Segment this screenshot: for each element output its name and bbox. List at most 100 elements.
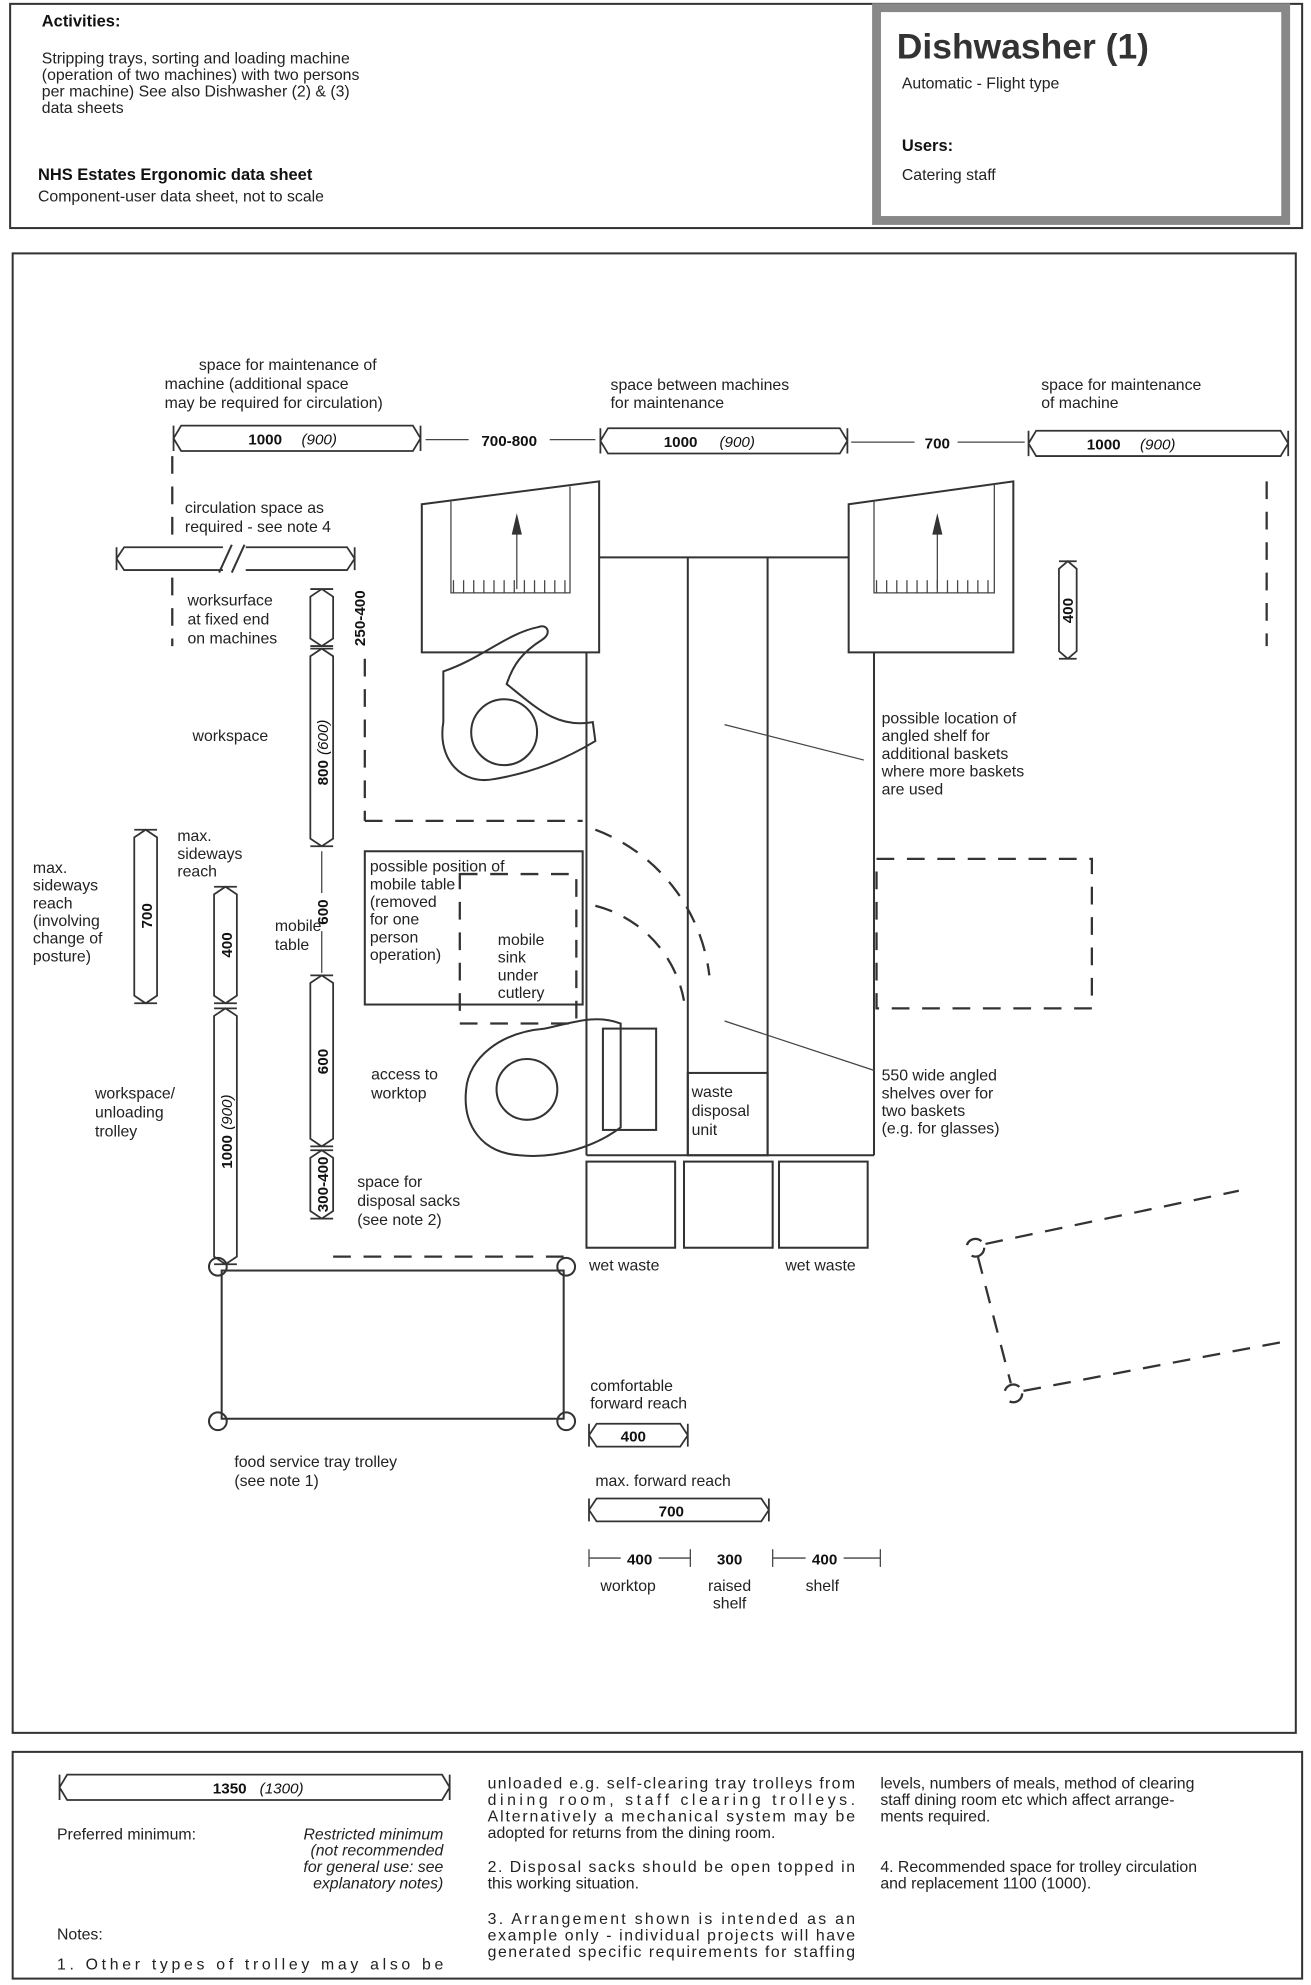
dim-value: 700 (925, 435, 950, 452)
label: of machine (1041, 395, 1119, 412)
label: comfortable (590, 1378, 673, 1395)
activities-line: data sheets (42, 100, 124, 117)
label: max. forward reach (595, 1473, 730, 1490)
label: workspace/ (94, 1085, 176, 1102)
wet-waste-bin (777, 1160, 869, 1249)
note-text: levels, numbers of meals, method of clea… (880, 1776, 1194, 1793)
note-text: this working situation. (488, 1876, 639, 1893)
label: worktop (370, 1085, 427, 1102)
users-label: Users: (902, 137, 953, 155)
notes-panel: 1350 (1300) Preferred minimum: Restricte… (11, 1750, 1304, 1980)
dim-value: 250-400 (352, 590, 369, 646)
dimension-pill (309, 974, 335, 1148)
label: forward reach (590, 1396, 687, 1413)
header-frame (9, 2, 1304, 230)
label: mobile table (370, 876, 456, 893)
label: for maintenance (611, 395, 725, 412)
label: access to (371, 1066, 438, 1083)
note-text: ments required. (880, 1809, 990, 1826)
label: shelf (806, 1578, 840, 1595)
label: disposal sacks (357, 1193, 460, 1210)
dimension-pill (309, 647, 335, 848)
label: reach (177, 864, 217, 881)
sheet-title: NHS Estates Ergonomic data sheet (38, 166, 313, 184)
dim-value: 400 (627, 1551, 652, 1568)
note-text: and replacement 1100 (1000). (880, 1876, 1091, 1893)
label: two baskets (882, 1103, 966, 1120)
dim-value: 400 (812, 1551, 837, 1568)
label: on machines (187, 631, 277, 648)
dim-value: (1300) (260, 1781, 304, 1798)
label: may be required for circulation) (165, 395, 383, 412)
label: unloading (95, 1104, 164, 1121)
bin (682, 1160, 774, 1249)
label: unit (692, 1122, 718, 1139)
legend-pill (58, 1773, 451, 1801)
label: wet waste (588, 1258, 660, 1275)
notes-frame (11, 1750, 1304, 1980)
dishwasher-machine-right (847, 480, 1015, 654)
note-text: example only - individual projects will … (488, 1928, 856, 1945)
activities-line: per machine) See also Dishwasher (2) & (… (42, 83, 350, 100)
label: food service tray trolley (234, 1454, 397, 1471)
dim-value: 700 (659, 1503, 684, 1520)
notes-title: Notes: (57, 1926, 103, 1943)
note-text: Alternatively a mechanical system may be (488, 1809, 856, 1826)
label: 550 wide angled (882, 1068, 997, 1085)
label: (e.g. for glasses) (882, 1121, 1000, 1138)
waste-disposal-unit (686, 1071, 769, 1157)
label: cutlery (498, 985, 545, 1002)
dim-value: 400 (219, 932, 236, 957)
dim-value: 400 (1060, 598, 1077, 623)
dim-value: (900) (1140, 437, 1175, 454)
label: mobile (275, 918, 322, 935)
dim-value: 600 (315, 1049, 332, 1074)
label: sink (498, 950, 526, 967)
dimension-pill (133, 828, 158, 1005)
rotated-trolley-outline (965, 1189, 1293, 1404)
note-text: 4. Recommended space for trolley circula… (880, 1859, 1197, 1876)
dimension-pill (1027, 429, 1290, 457)
dim-value: (600) (315, 720, 332, 755)
restricted-label: explanatory notes) (313, 1876, 443, 1893)
title-box (872, 3, 1291, 225)
dim-value: 400 (621, 1429, 646, 1446)
restricted-label: (not recommended (310, 1843, 444, 1860)
label: sideways (33, 878, 98, 895)
dim-value: (900) (719, 434, 754, 451)
dimension-pill (599, 427, 849, 455)
label: circulation space as (185, 500, 324, 517)
dimension-pill (309, 588, 335, 648)
dashed-area (875, 857, 1094, 1010)
label: disposal (692, 1103, 750, 1120)
label: workspace (192, 728, 269, 745)
dim-value: 1000 (219, 1135, 236, 1169)
person-figure-bottom (464, 1018, 658, 1157)
dim-value: 700 (139, 903, 156, 928)
label: table (275, 937, 310, 954)
dim-value: 1000 (664, 434, 698, 451)
dim-value: (900) (219, 1094, 236, 1129)
label: person (370, 929, 418, 946)
page-title: Dishwasher (1) (897, 26, 1149, 66)
label: operation) (370, 947, 441, 964)
label: worksurface (186, 593, 273, 610)
note-text: generated specific requirements for staf… (488, 1944, 855, 1961)
label: (see note 2) (357, 1212, 441, 1229)
label: machine (additional space (165, 376, 349, 393)
label: max. (177, 828, 211, 845)
label: shelves over for (882, 1085, 994, 1102)
activities-line: (operation of two machines) with two per… (42, 67, 360, 84)
wet-waste-bin (585, 1160, 677, 1249)
max-sideways-posture-labels: max. sideways reach (involving change of… (33, 860, 103, 966)
dim-value: 800 (315, 760, 332, 785)
label: trolley (95, 1123, 137, 1140)
label: sideways (177, 846, 242, 863)
label: (see note 1) (234, 1473, 318, 1490)
label: required - see note 4 (185, 519, 331, 536)
dimension-pill (1058, 560, 1078, 660)
note-text: 2. Disposal sacks should be open topped … (488, 1859, 855, 1876)
label: possible location of (882, 710, 1017, 727)
users-value: Catering staff (902, 167, 996, 184)
